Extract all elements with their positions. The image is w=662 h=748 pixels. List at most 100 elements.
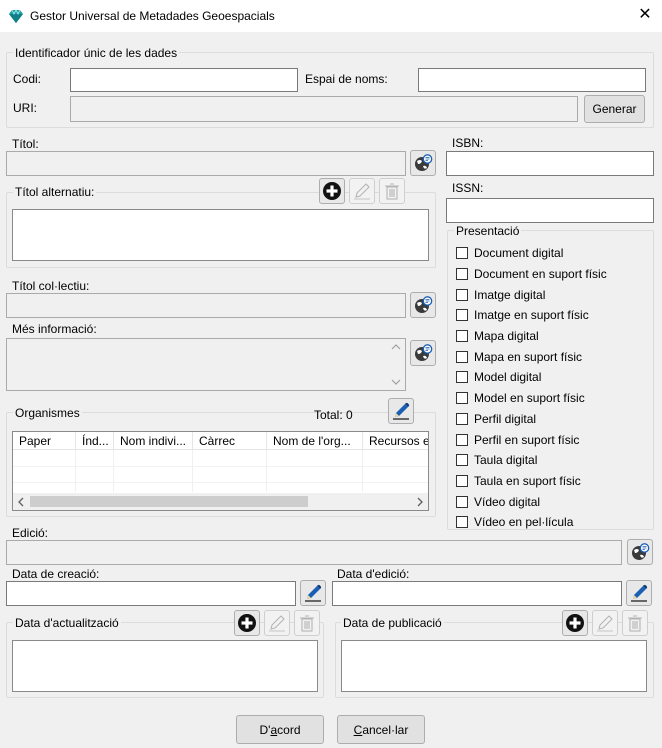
publication-date-delete-button[interactable] — [622, 610, 648, 636]
update-date-list[interactable] — [12, 640, 318, 692]
chevron-up-icon — [391, 344, 401, 350]
trash-icon — [627, 615, 643, 632]
alt-title-edit-button[interactable] — [349, 178, 375, 204]
edition-date-input[interactable] — [332, 581, 622, 606]
edition-label: Edició: — [12, 526, 49, 540]
checkbox-box[interactable] — [456, 433, 468, 446]
plus-circle-icon — [323, 182, 341, 200]
presentation-checkbox[interactable]: Model en suport físic — [456, 388, 652, 409]
organisms-table[interactable]: Paper Índ... Nom indivi... Càrrec Nom de… — [12, 431, 429, 511]
collective-title-language-button[interactable] — [410, 292, 436, 318]
presentation-checkbox[interactable]: Document digital — [456, 243, 652, 264]
alt-title-group — [6, 192, 436, 268]
checkbox-box[interactable] — [456, 516, 468, 529]
checkbox-label: Document digital — [474, 246, 564, 261]
column-header[interactable]: Recursos e... — [363, 432, 428, 450]
chevron-right-icon — [417, 497, 423, 507]
update-date-add-button[interactable] — [234, 610, 260, 636]
scrollbar-thumb[interactable] — [30, 496, 308, 507]
checkbox-label: Imatge digital — [474, 287, 546, 302]
namespace-input[interactable] — [418, 68, 646, 92]
column-header[interactable]: Índ... — [76, 432, 114, 450]
presentation-checkbox[interactable]: Taula en suport físic — [456, 471, 652, 492]
presentation-checkbox[interactable]: Vídeo en pel·lícula — [456, 512, 652, 533]
checkbox-box[interactable] — [456, 454, 468, 467]
column-divider — [113, 450, 114, 492]
checkbox-box[interactable] — [456, 330, 468, 343]
presentation-checkbox[interactable]: Imatge en suport físic — [456, 305, 652, 326]
window-title: Gestor Universal de Metadades Geoespacia… — [30, 9, 275, 23]
cancel-label-suffix: ancel·lar — [362, 722, 409, 737]
title-label: Títol: — [12, 137, 39, 151]
uri-field — [70, 96, 578, 122]
presentation-checkbox[interactable]: Document en suport físic — [456, 264, 652, 285]
isbn-label: ISBN: — [452, 136, 484, 150]
edition-date-edit-button[interactable] — [626, 580, 652, 606]
checkbox-box[interactable] — [456, 309, 468, 322]
isbn-input[interactable] — [446, 151, 654, 176]
column-header[interactable]: Nom indivi... — [114, 432, 193, 450]
codi-input[interactable] — [70, 68, 298, 92]
organisms-total: Total: 0 — [314, 408, 353, 422]
presentation-options: Document digital Document en suport físi… — [456, 243, 652, 533]
checkbox-box[interactable] — [456, 350, 468, 363]
organisms-label: Organismes — [13, 406, 82, 420]
organisms-edit-button[interactable] — [388, 398, 414, 424]
publication-date-add-button[interactable] — [562, 610, 588, 636]
publication-date-group — [335, 622, 654, 698]
trash-icon — [384, 183, 400, 200]
presentation-checkbox[interactable]: Vídeo digital — [456, 491, 652, 512]
creation-date-input[interactable] — [6, 581, 296, 606]
horizontal-scrollbar[interactable] — [13, 493, 428, 510]
checkbox-box[interactable] — [456, 247, 468, 260]
issn-input[interactable] — [446, 198, 654, 223]
checkbox-box[interactable] — [456, 495, 468, 508]
table-row-line — [13, 482, 428, 483]
pencil-icon — [304, 584, 322, 602]
more-info-scrollbar[interactable] — [387, 339, 405, 390]
generate-button[interactable]: Generar — [584, 95, 645, 123]
update-date-edit-button[interactable] — [264, 610, 290, 636]
checkbox-label: Model en suport físic — [474, 391, 585, 406]
alt-title-list[interactable] — [12, 209, 429, 261]
presentation-checkbox[interactable]: Perfil digital — [456, 409, 652, 430]
publication-date-edit-button[interactable] — [592, 610, 618, 636]
globe-translate-icon — [414, 344, 433, 362]
checkbox-box[interactable] — [456, 392, 468, 405]
alt-title-label: Títol alternatiu: — [13, 185, 97, 199]
alt-title-add-button[interactable] — [319, 178, 345, 204]
checkbox-box[interactable] — [456, 412, 468, 425]
update-date-label: Data d'actualització — [13, 616, 121, 630]
checkbox-box[interactable] — [456, 288, 468, 301]
presentation-checkbox[interactable]: Mapa en suport físic — [456, 346, 652, 367]
creation-date-label: Data de creació: — [12, 567, 100, 581]
pencil-icon — [353, 183, 371, 200]
checkbox-box[interactable] — [456, 268, 468, 281]
presentation-checkbox[interactable]: Imatge digital — [456, 284, 652, 305]
presentation-checkbox[interactable]: Taula digital — [456, 450, 652, 471]
presentation-checkbox[interactable]: Model digital — [456, 367, 652, 388]
update-date-delete-button[interactable] — [294, 610, 320, 636]
identifier-group — [6, 52, 654, 128]
checkbox-box[interactable] — [456, 371, 468, 384]
presentation-checkbox[interactable]: Perfil en suport físic — [456, 429, 652, 450]
title-language-button[interactable] — [410, 150, 436, 176]
column-header[interactable]: Nom de l'org... — [267, 432, 363, 450]
ok-label-suffix: cord — [277, 722, 301, 737]
presentation-checkbox[interactable]: Mapa digital — [456, 326, 652, 347]
column-divider — [266, 450, 267, 492]
creation-date-edit-button[interactable] — [300, 580, 326, 606]
edition-language-button[interactable] — [627, 539, 653, 565]
checkbox-label: Document en suport físic — [474, 267, 607, 282]
column-header[interactable]: Paper — [13, 432, 76, 450]
more-info-language-button[interactable] — [410, 340, 436, 366]
update-date-group — [6, 622, 324, 698]
cancel-label-accel: C — [353, 722, 363, 737]
checkbox-box[interactable] — [456, 474, 468, 487]
alt-title-delete-button[interactable] — [379, 178, 405, 204]
publication-date-list[interactable] — [341, 640, 647, 692]
close-icon[interactable]: ✕ — [638, 6, 652, 23]
column-header[interactable]: Càrrec — [193, 432, 267, 450]
